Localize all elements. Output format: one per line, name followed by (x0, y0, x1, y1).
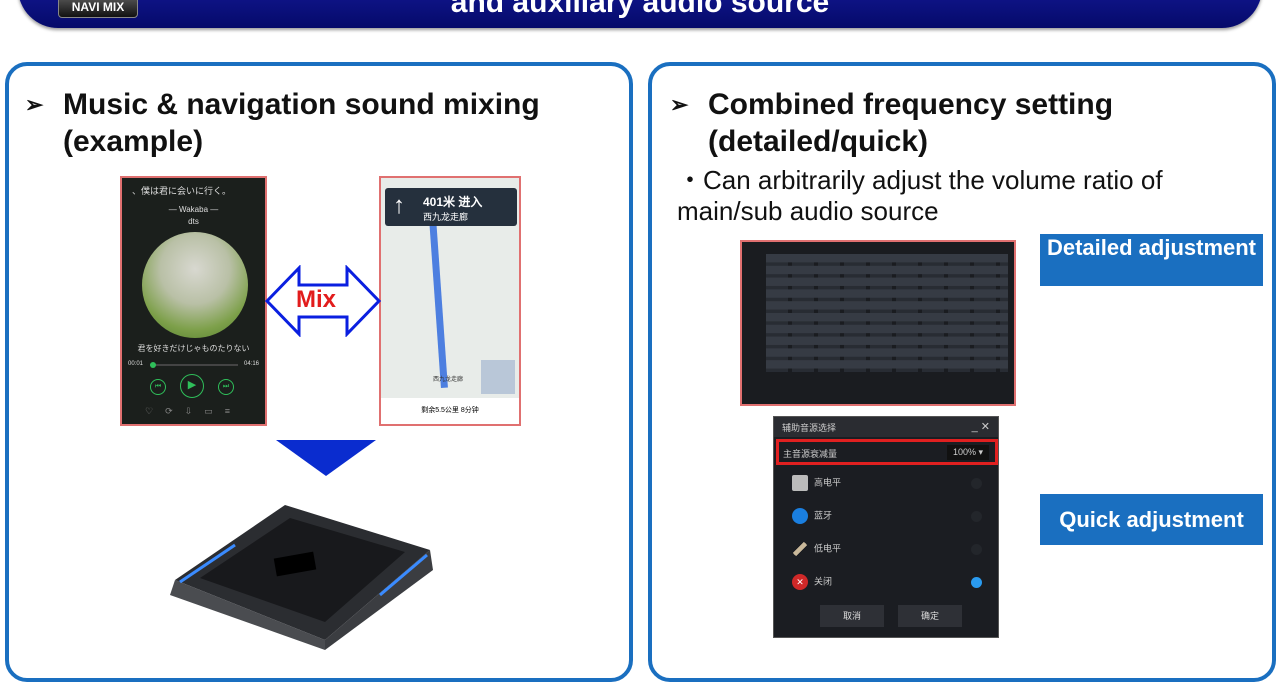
play-icon[interactable]: ▶ (180, 374, 204, 398)
attenuation-select[interactable]: 100% ▾ (946, 445, 989, 460)
attenuation-label: 主音源衰减量 (783, 449, 838, 459)
option-off[interactable]: ✕关闭 (792, 574, 982, 594)
quality-badge: dts (188, 217, 199, 226)
quick-adjustment-label: Quick adjustment (1040, 494, 1263, 545)
nav-road: 西九龙走廊 (423, 212, 469, 222)
map-place-label: 西九龙走廊 (433, 377, 464, 383)
radio[interactable] (971, 511, 982, 522)
next-icon[interactable]: ⏭ (218, 379, 234, 395)
mix-label: Mix (296, 286, 337, 313)
bluetooth-icon (792, 508, 808, 524)
navigation-screenshot: ↑ 401米 进入 西九龙走廊 西九龙走廊 剩余5.5公里 8分钟 (379, 176, 521, 426)
close-circle-icon: ✕ (792, 574, 808, 590)
time-elapsed: 00:01 (128, 361, 144, 367)
cancel-button[interactable]: 取消 (820, 605, 884, 627)
nav-distance: 401米 进入 (423, 195, 483, 209)
frequency-grid (766, 254, 1008, 372)
music-player-screenshot: 、僕は君に会いに行く。 — Wakaba — dts 君を好きだけじゃものたりな… (120, 176, 267, 426)
detailed-adjustment-screenshot (740, 240, 1016, 406)
heading-line: Music & navigation sound mixing (63, 88, 540, 121)
progress-bar[interactable] (150, 362, 238, 368)
option-bluetooth[interactable]: 蓝牙 (792, 508, 982, 528)
right-heading: ➢ Combined frequency setting (detailed/q… (670, 86, 1114, 160)
heading-line: (detailed/quick) (708, 125, 929, 158)
nav-remaining: 剩余5.5公里 8分钟 (381, 398, 519, 424)
song-title: 、僕は君に会いに行く。 (132, 186, 232, 196)
header-banner (18, 0, 1262, 28)
attenuation-row: 主音源衰减量 100% ▾ (776, 439, 998, 465)
lyric: 君を好きだけじゃものたりない (137, 344, 250, 353)
straight-arrow-icon: ↑ (393, 192, 405, 219)
cable-icon (792, 541, 808, 557)
quick-adjustment-dialog: 辅助音源选择 _ ✕ 主音源衰减量 100% ▾ 高电平 蓝牙 低电平 ✕关闭 取… (773, 416, 999, 638)
bullet-text: ・Can arbitrarily adjust the volume ratio… (677, 165, 1163, 226)
navi-mix-badge: NAVI MIX (58, 0, 138, 18)
arrow-bullet-icon: ➢ (670, 92, 689, 117)
amplifier-device-image (170, 505, 433, 650)
nav-instruction: ↑ 401米 进入 西九龙走廊 (385, 188, 517, 226)
down-arrow-icon (276, 440, 376, 476)
route-line (429, 217, 448, 389)
heading-line: (example) (63, 125, 204, 158)
option-low-level[interactable]: 低电平 (792, 541, 982, 561)
bidirectional-arrow-icon (265, 265, 381, 337)
action-icons[interactable]: ♡⟳⇩▭≡ (145, 406, 242, 416)
radio[interactable] (971, 544, 982, 555)
ok-button[interactable]: 确定 (898, 605, 962, 627)
page-title: and auxiliary audio source (450, 0, 830, 19)
arrow-bullet-icon: ➢ (25, 92, 44, 117)
detailed-adjustment-label: Detailed adjustment (1040, 234, 1263, 286)
heading-line: Combined frequency setting (708, 88, 1114, 121)
option-high-level[interactable]: 高电平 (792, 475, 982, 495)
dialog-titlebar: 辅助音源选择 _ ✕ (774, 417, 998, 437)
radio-selected[interactable] (971, 577, 982, 588)
dialog-title: 辅助音源选择 (782, 423, 837, 433)
artist: — Wakaba — (168, 205, 219, 214)
close-icon[interactable]: _ ✕ (971, 421, 990, 433)
speaker-icon (792, 475, 808, 491)
time-total: 04:16 (243, 361, 259, 367)
previous-icon[interactable]: ⏮ (150, 379, 166, 395)
left-heading: ➢ Music & navigation sound mixing (examp… (25, 86, 540, 160)
album-art (142, 232, 248, 338)
radio[interactable] (971, 478, 982, 489)
minimap (481, 360, 515, 394)
